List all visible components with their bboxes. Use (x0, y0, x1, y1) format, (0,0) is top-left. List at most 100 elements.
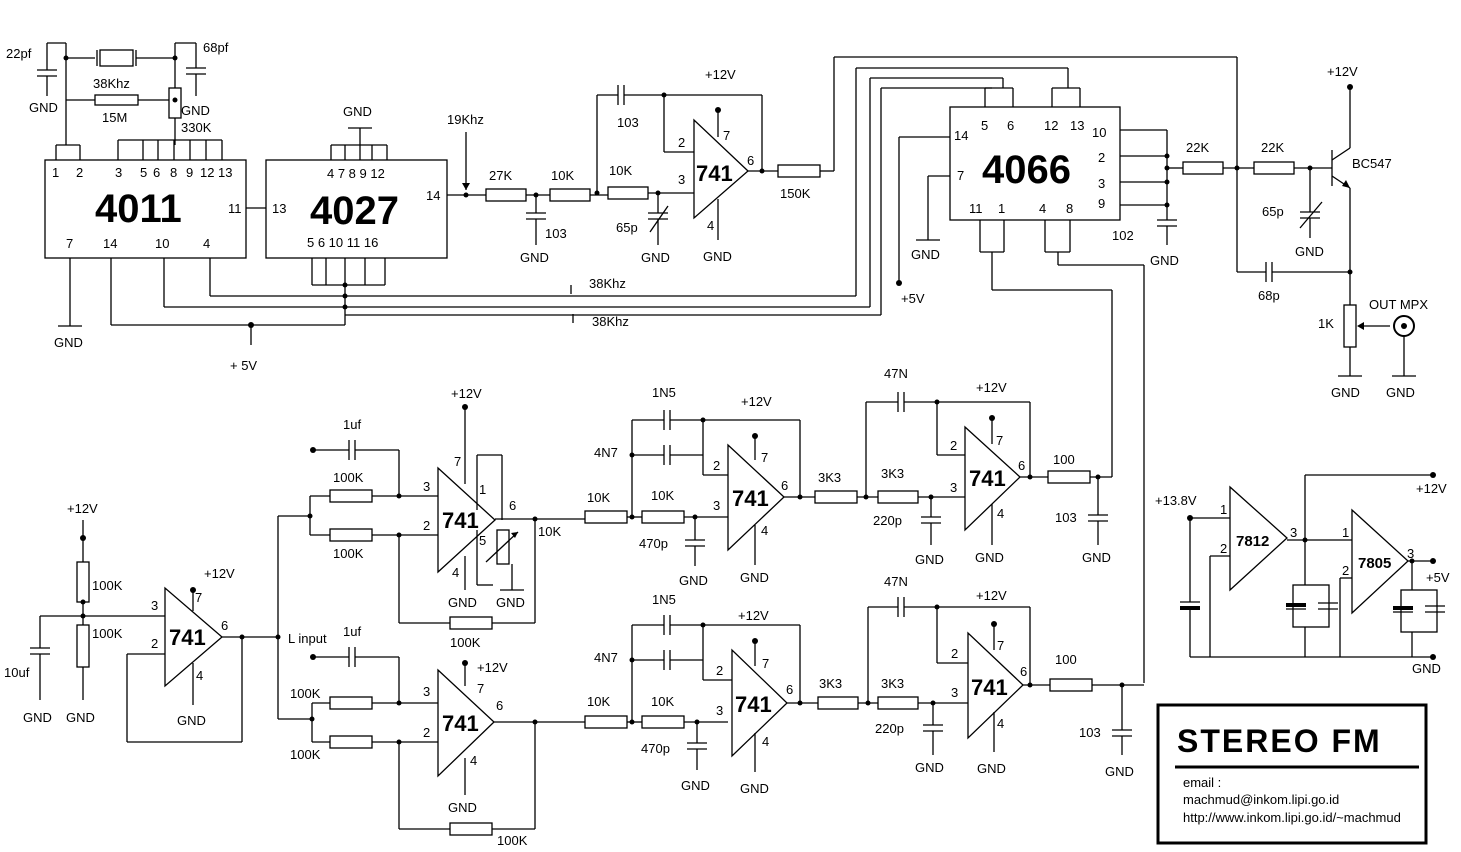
label-22pf: 22pf (6, 46, 32, 61)
label-68pf: 68pf (203, 40, 229, 55)
label-3k3: 3K3 (881, 676, 904, 691)
pin-label: 4 (997, 506, 1004, 521)
pin-label: 4 (196, 668, 203, 683)
label-220p: 220p (875, 721, 904, 736)
label-47n: 47N (884, 366, 908, 381)
label-12v: +12V (1327, 64, 1358, 79)
resistor-10k (584, 510, 628, 524)
gnd-label: GND (1105, 764, 1134, 779)
opamp-label: 741 (735, 692, 772, 717)
pin-label: 12 (1044, 118, 1058, 133)
label-10k: 10K (651, 694, 674, 709)
gnd-label: GND (681, 778, 710, 793)
gnd-label: GND (181, 103, 210, 118)
label-65p: 65p (1262, 204, 1284, 219)
pin-label: 7 (996, 433, 1003, 448)
label-100: 100 (1053, 452, 1075, 467)
gnd-label: GND (703, 249, 732, 264)
pin-label: 12 (200, 165, 214, 180)
pin-label: 3 (1407, 546, 1414, 561)
resistor-100k (449, 822, 493, 836)
label-100k: 100K (450, 635, 481, 650)
resistor-10k (641, 715, 685, 729)
label-12v: +12V (705, 67, 736, 82)
capacitor-box (1400, 589, 1438, 633)
pin-label: 3 (1098, 176, 1105, 191)
resistor-10k (549, 188, 591, 202)
pin-label: 2 (951, 646, 958, 661)
pin-label: 1 (1342, 525, 1349, 540)
label-4n7: 4N7 (594, 650, 618, 665)
gnd-label: GND (29, 100, 58, 115)
pin-label: 6 (509, 498, 516, 513)
homepage-link[interactable]: http://www.inkom.lipi.go.id/~machmud (1183, 810, 1401, 825)
crystal-38khz (99, 49, 134, 67)
label-470p: 470p (639, 536, 668, 551)
opamp-label: 741 (732, 486, 769, 511)
pin-label: 4 (707, 218, 714, 233)
clock-lines: 38Khz 38Khz (345, 67, 1069, 329)
pin-label: 7 (761, 450, 768, 465)
resistor-10k (641, 510, 685, 524)
label-12v: +12V (738, 608, 769, 623)
label-1n5: 1N5 (652, 592, 676, 607)
gnd-label: GND (915, 760, 944, 775)
gnd-label: GND (23, 710, 52, 725)
label-100k: 100K (290, 747, 321, 762)
pin-label: 2 (423, 725, 430, 740)
label-100k: 100K (92, 578, 123, 593)
pin-label: 2 (76, 165, 83, 180)
channel-r: 100K 100K 1uf 741 3 2 7 1 6 5 4 +12V GND… (309, 366, 1112, 650)
email-address[interactable]: machmud@inkom.lipi.go.id (1183, 792, 1339, 807)
opamp-741 (437, 466, 496, 574)
label-100k: 100K (290, 686, 321, 701)
label-38khz-a: 38Khz (589, 276, 626, 291)
label-27k: 27K (489, 168, 512, 183)
label-22k: 22K (1261, 140, 1284, 155)
label-12v: +12V (204, 566, 235, 581)
label-l-input: L input (288, 631, 327, 646)
opamp-741 (967, 631, 1024, 740)
label-10k: 10K (551, 168, 574, 183)
pin-label: 6 (1007, 118, 1014, 133)
label-1uf: 1uf (343, 624, 361, 639)
label-4n7: 4N7 (594, 445, 618, 460)
resistor-22k (1182, 161, 1224, 175)
opamp-741 (693, 118, 749, 220)
resistor-15m (94, 94, 139, 106)
gnd-label: GND (1386, 385, 1415, 400)
pin-label: 2 (713, 458, 720, 473)
label-100k: 100K (92, 626, 123, 641)
label-19khz: 19Khz (447, 112, 484, 127)
resistor-100k (329, 528, 373, 542)
label-10k: 10K (609, 163, 632, 178)
gnd-label: GND (66, 710, 95, 725)
label-47n: 47N (884, 574, 908, 589)
label-1uf: 1uf (343, 417, 361, 432)
gnd-label: GND (520, 250, 549, 265)
pin-label: 3 (423, 684, 430, 699)
gnd-label: GND (679, 573, 708, 588)
resistor-330k (168, 87, 182, 119)
channel-l: 100K 100K 1uf 741 3 2 7 6 4 +12V GND 100… (290, 574, 1144, 848)
label-12v: +12V (67, 501, 98, 516)
pin-label: 6 (786, 682, 793, 697)
label-10k: 10K (651, 488, 674, 503)
ic-4011-label: 4011 (95, 187, 182, 231)
pin-label: 1 (52, 165, 59, 180)
opamp-741 (964, 425, 1021, 532)
label-10uf: 10uf (4, 665, 30, 680)
opamp-741 (164, 586, 223, 688)
regulator-7812 (1229, 485, 1288, 592)
resistor-100k (329, 489, 373, 503)
resistor-10k (607, 186, 649, 200)
pin-label: 2 (950, 438, 957, 453)
resistor-100k (76, 624, 90, 668)
output-stage: 22K +12V BC547 65p GND 68p 1K GND OUT MP… (1236, 64, 1428, 400)
pin-label: 14 (954, 128, 968, 143)
label-10k: 10K (587, 694, 610, 709)
regulator-7805-label: 7805 (1358, 555, 1391, 572)
resistor-100k (76, 561, 90, 603)
pin-label: 5 (140, 165, 147, 180)
label-330k: 330K (181, 120, 212, 135)
